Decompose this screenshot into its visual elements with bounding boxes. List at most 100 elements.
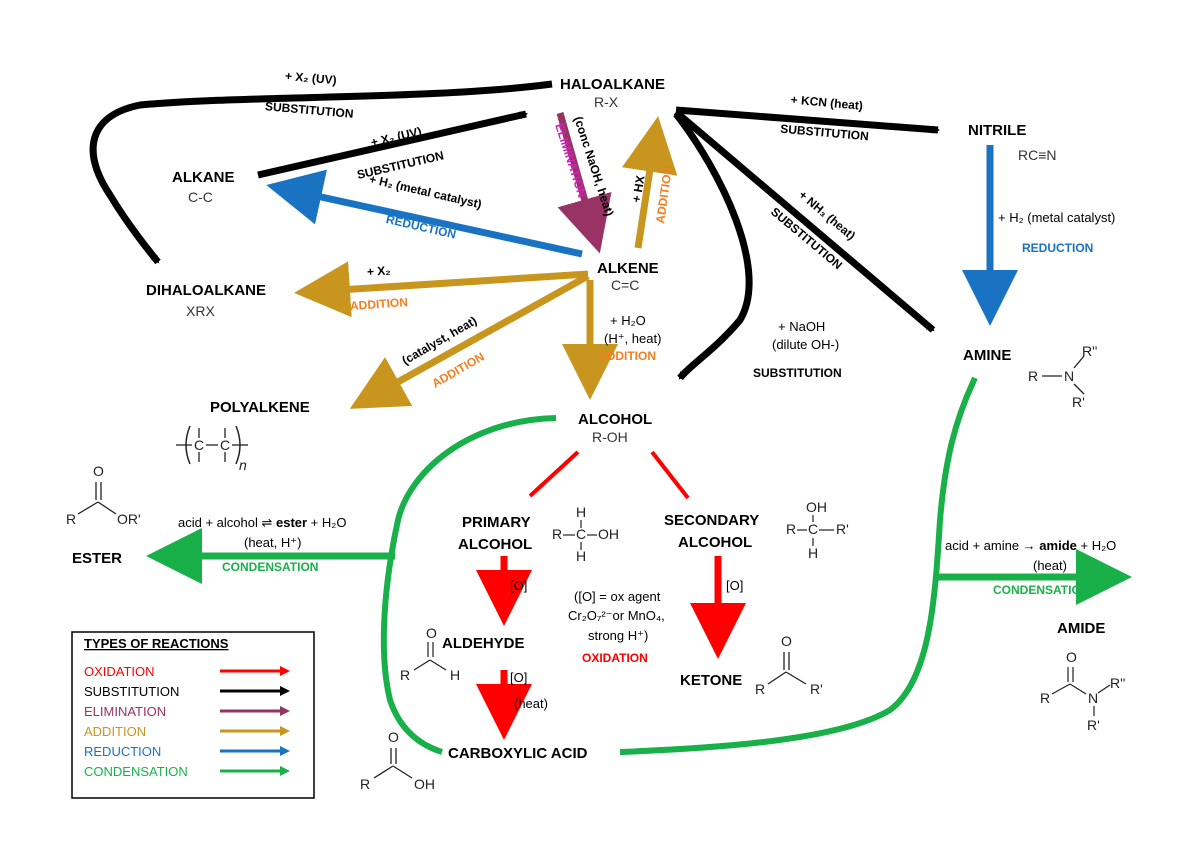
rxn-naoh-reagent1: + NaOH xyxy=(778,319,825,334)
svg-text:R: R xyxy=(1040,690,1050,706)
legend-arrowhead xyxy=(280,746,290,756)
ox-aldehyde-reagent1: [O] xyxy=(510,670,527,685)
svg-text:O: O xyxy=(93,463,104,479)
legend-items: OXIDATIONSUBSTITUTIONELIMINATIONADDITION… xyxy=(84,664,290,779)
amide-structure: O R N R'' R' xyxy=(1040,649,1125,733)
legend-item-substitution: SUBSTITUTION xyxy=(84,684,290,699)
legend-item-condensation: CONDENSATION xyxy=(84,764,290,779)
primary-alcohol-structure: R C OH H H xyxy=(552,504,619,564)
aldehyde-structure: O R H xyxy=(400,625,460,683)
arrow-haloalkane-to-nitrile xyxy=(675,106,940,134)
svg-text:R: R xyxy=(755,681,765,697)
rxn-ester-reagent2: (heat, H⁺) xyxy=(244,535,301,550)
rxn-ester-type: CONDENSATION xyxy=(222,560,318,574)
svg-text:R: R xyxy=(66,511,76,527)
svg-text:O: O xyxy=(388,729,399,745)
svg-text:OH: OH xyxy=(598,526,619,542)
rxn-naoh-reagent2: (dilute OH-) xyxy=(772,337,839,352)
rxn-hydration-reagent1: + H₂O xyxy=(610,313,646,328)
svg-text:R': R' xyxy=(1087,717,1100,733)
ox-note-line3: strong H⁺) xyxy=(588,628,648,643)
line-alcohol-to-secondary xyxy=(650,450,690,500)
carboxylic-acid-name: CARBOXYLIC ACID xyxy=(448,745,588,762)
svg-text:C: C xyxy=(220,437,230,453)
haloalkane-formula: R-X xyxy=(594,94,619,110)
aldehyde-name: ALDEHYDE xyxy=(442,635,525,652)
rxn-naoh-type: SUBSTITUTION xyxy=(753,366,842,380)
legend-arrowhead xyxy=(280,686,290,696)
svg-text:C: C xyxy=(808,521,818,537)
alkene-name: ALKENE xyxy=(597,260,659,277)
svg-text:H: H xyxy=(450,667,460,683)
alkane-formula: C-C xyxy=(188,189,213,205)
legend-label: REDUCTION xyxy=(84,744,161,759)
svg-text:OH: OH xyxy=(414,776,435,792)
svg-text:R: R xyxy=(400,667,410,683)
rxn-x2-type: ADDITION xyxy=(350,295,409,313)
rxn-hx-reagent: + HX xyxy=(629,174,647,203)
secondary-alcohol-line1: SECONDARY xyxy=(664,512,759,529)
dihaloalkane-formula: XRX xyxy=(186,303,215,319)
svg-text:R': R' xyxy=(836,521,849,537)
svg-text:R': R' xyxy=(1072,394,1085,410)
svg-text:OR': OR' xyxy=(117,511,141,527)
alcohol-formula: R-OH xyxy=(592,429,628,445)
arrow-alkene-to-dihaloalkane xyxy=(294,261,589,318)
alkane-name: ALKANE xyxy=(172,169,235,186)
haloalkane-name: HALOALKANE xyxy=(560,76,665,93)
rxn-amide-type: CONDENSATION xyxy=(993,583,1089,597)
carboxylic-acid-structure: O R OH xyxy=(360,729,435,792)
ox-note-type: OXIDATION xyxy=(582,651,648,665)
secondary-alcohol-line2: ALCOHOL xyxy=(678,534,752,551)
svg-text:n: n xyxy=(239,457,247,473)
svg-text:H: H xyxy=(808,545,818,561)
primary-alcohol-line1: PRIMARY xyxy=(462,514,531,531)
svg-text:N: N xyxy=(1088,690,1098,706)
svg-text:R': R' xyxy=(810,681,823,697)
rxn-hydration-reagent2: (H⁺, heat) xyxy=(604,331,661,346)
svg-text:R: R xyxy=(552,526,562,542)
rxn-nitrile-amine-type: REDUCTION xyxy=(1022,241,1093,255)
nitrile-formula: RC≡N xyxy=(1018,147,1057,163)
svg-text:O: O xyxy=(781,633,792,649)
rxn-ester-reagent1: acid + alcohol ⇌ ester + H₂O xyxy=(178,515,346,530)
legend: TYPES OF REACTIONS OXIDATIONSUBSTITUTION… xyxy=(71,631,315,799)
ketone-structure: O R R' xyxy=(755,633,823,697)
legend-arrowhead xyxy=(280,666,290,676)
ox-primary-reagent: [O] xyxy=(510,578,527,593)
ox-secondary-reagent: [O] xyxy=(726,578,743,593)
ester-structure: O R OR' xyxy=(66,463,141,527)
svg-text:C: C xyxy=(194,437,204,453)
legend-label: ADDITION xyxy=(84,724,146,739)
legend-arrowhead xyxy=(280,726,290,736)
legend-arrowhead xyxy=(280,706,290,716)
svg-text:R: R xyxy=(360,776,370,792)
legend-item-addition: ADDITION xyxy=(84,724,290,739)
rxn-amide-reagent2: (heat) xyxy=(1033,558,1067,573)
arrow-alkene-to-alkane xyxy=(266,169,583,258)
rxn-x2-reagent: + X₂ xyxy=(366,263,391,279)
ketone-name: KETONE xyxy=(680,672,742,689)
line-alcohol-to-primary xyxy=(528,450,580,498)
legend-label: OXIDATION xyxy=(84,664,155,679)
legend-label: SUBSTITUTION xyxy=(84,684,179,699)
rxn-alkene-alkane-reagent: + H₂ (metal catalyst) xyxy=(368,172,483,212)
legend-label: CONDENSATION xyxy=(84,764,188,779)
curve-acid-to-amine xyxy=(619,376,978,755)
polymer-structure: C C n xyxy=(176,425,248,473)
ox-note-line2: Cr₂O₇²⁻or MnO₄, xyxy=(568,608,665,623)
arrow-haloalkane-to-amine xyxy=(673,109,936,333)
svg-text:C: C xyxy=(576,526,586,542)
primary-alcohol-line2: ALCOHOL xyxy=(458,536,532,553)
legend-item-reduction: REDUCTION xyxy=(84,744,290,759)
rxn-amide-reagent1: acid + amine → amide + H₂O xyxy=(945,538,1116,553)
amide-name: AMIDE xyxy=(1057,620,1105,637)
alcohol-name: ALCOHOL xyxy=(578,411,652,428)
curve-alcohol-to-ester-junction xyxy=(380,415,557,755)
arrow-alkene-to-polyalkene xyxy=(349,272,590,409)
svg-text:R: R xyxy=(1028,368,1038,384)
svg-text:H: H xyxy=(576,504,586,520)
legend-arrowhead xyxy=(280,766,290,776)
svg-text:H: H xyxy=(576,548,586,564)
